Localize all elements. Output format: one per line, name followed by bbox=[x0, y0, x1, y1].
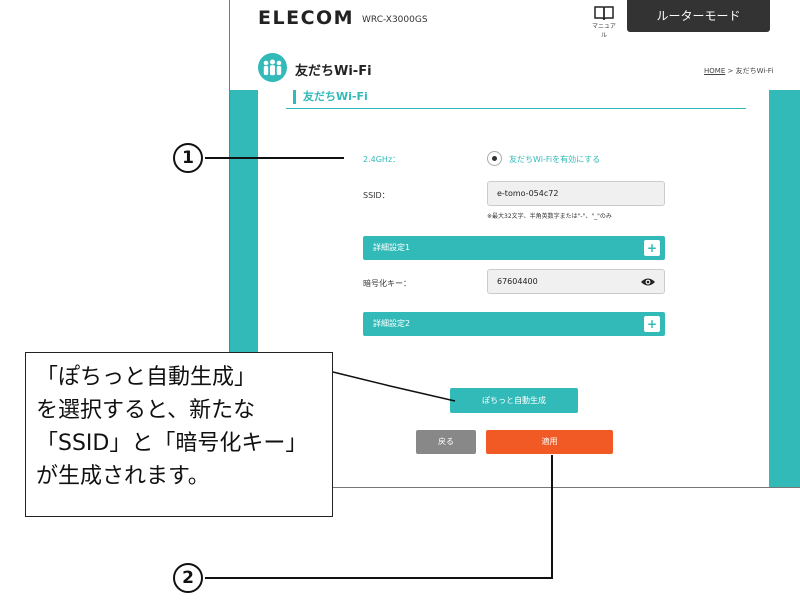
breadcrumb-current: > 友だちWi-Fi bbox=[725, 67, 774, 75]
header: ELECOM WRC-X3000GS マニュアル ルーターモード bbox=[230, 0, 800, 39]
ssid-input[interactable]: e-tomo-054c72 bbox=[487, 181, 665, 206]
manual-label: マニュアル bbox=[592, 23, 616, 39]
marker-1: 1 bbox=[173, 143, 203, 173]
router-mode-tab[interactable]: ルーターモード bbox=[627, 0, 770, 32]
band-label: 2.4GHz： bbox=[363, 155, 401, 164]
book-icon bbox=[594, 6, 614, 20]
auto-generate-button[interactable]: ぽちっと自動生成 bbox=[450, 388, 578, 413]
ssid-label: SSID： bbox=[363, 191, 390, 200]
enable-radio[interactable] bbox=[487, 151, 502, 166]
plus-icon[interactable]: + bbox=[644, 240, 660, 256]
advanced-settings-2[interactable]: 詳細設定2 + bbox=[363, 312, 665, 336]
friends-icon bbox=[258, 53, 287, 82]
page-title: 友だちWi-Fi bbox=[295, 64, 372, 79]
callout-box: 「ぽちっと自動生成」 を選択すると、新たな 「SSID」と「暗号化キー」 が生成… bbox=[25, 352, 333, 517]
callout-line: 「SSID」と「暗号化キー」 bbox=[36, 431, 308, 456]
ssid-hint: ※最大32文字、半角英数字または"-"、"_"のみ bbox=[487, 213, 612, 220]
back-button[interactable]: 戻る bbox=[416, 430, 476, 454]
model-name: WRC-X3000GS bbox=[362, 15, 428, 25]
callout-line: を選択すると、新たな bbox=[36, 398, 256, 423]
elecom-logo: ELECOM bbox=[258, 7, 355, 29]
encryption-key-label: 暗号化キー： bbox=[363, 279, 411, 288]
encryption-key-input[interactable]: 67604400 bbox=[487, 269, 665, 294]
advanced-settings-2-label: 詳細設定2 bbox=[373, 319, 411, 328]
plus-icon[interactable]: + bbox=[644, 316, 660, 332]
marker-2: 2 bbox=[173, 563, 203, 593]
advanced-settings-1[interactable]: 詳細設定1 + bbox=[363, 236, 665, 260]
breadcrumb: HOME > 友だちWi-Fi bbox=[704, 66, 773, 76]
advanced-settings-1-label: 詳細設定1 bbox=[373, 243, 411, 252]
apply-button[interactable]: 適用 bbox=[486, 430, 613, 454]
callout-line: が生成されます。 bbox=[36, 464, 210, 489]
eye-icon[interactable] bbox=[640, 277, 656, 287]
section-divider bbox=[286, 108, 746, 109]
callout-line: 「ぽちっと自動生成」 bbox=[36, 365, 257, 390]
radio-dot bbox=[492, 156, 497, 161]
section-title: 友だちWi-Fi bbox=[293, 90, 368, 104]
manual-link[interactable]: マニュアル bbox=[590, 5, 618, 39]
right-accent-bar bbox=[769, 90, 800, 487]
breadcrumb-home-link[interactable]: HOME bbox=[704, 67, 726, 75]
enable-label[interactable]: 友だちWi-Fiを有効にする bbox=[509, 155, 601, 164]
